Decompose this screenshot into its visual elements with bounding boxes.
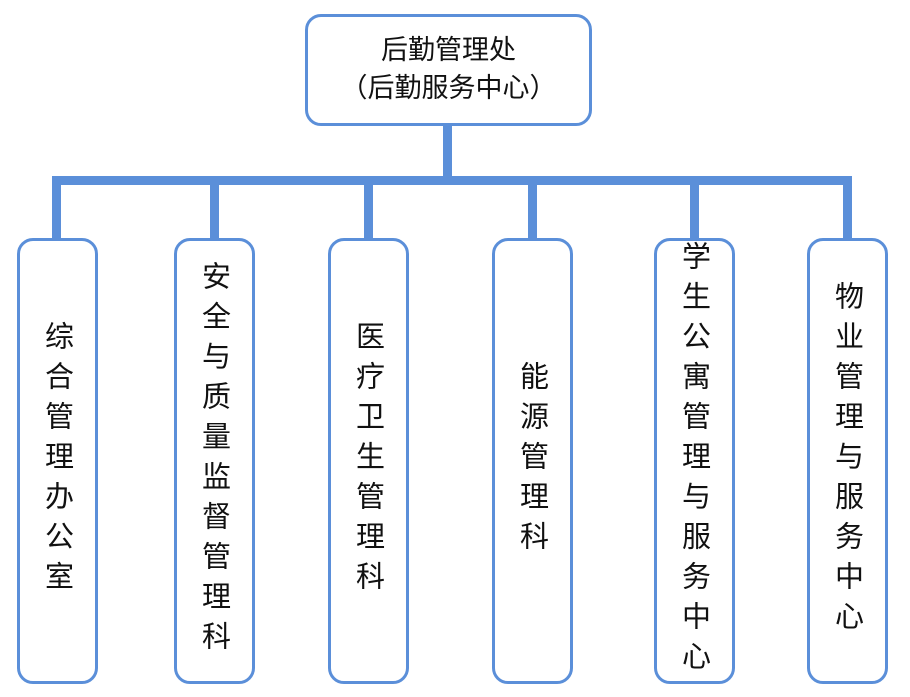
dept-label-energy: 能源管理科	[515, 361, 550, 561]
root-subtitle: （后勤服务中心）	[340, 73, 557, 104]
dept-node-medical-health: 医疗卫生管理科	[328, 238, 409, 684]
dept-node-general-office: 综合管理办公室	[17, 238, 98, 684]
connector-drop-2	[210, 176, 219, 240]
connector-drop-6	[843, 176, 852, 240]
dept-label-safety-quality: 安全与质量监督管理科	[197, 261, 232, 661]
root-title: 后勤管理处	[381, 35, 516, 66]
dept-label-general-office: 综合管理办公室	[40, 321, 75, 601]
dept-node-safety-quality: 安全与质量监督管理科	[174, 238, 255, 684]
dept-node-property-service: 物业管理与服务中心	[807, 238, 888, 684]
dept-label-property-service: 物业管理与服务中心	[830, 281, 865, 641]
connector-horizontal-bus	[52, 176, 852, 185]
dept-label-medical-health: 医疗卫生管理科	[351, 321, 386, 601]
connector-root-stem	[443, 124, 452, 182]
root-node-logistics-office: 后勤管理处 （后勤服务中心）	[305, 14, 592, 126]
connector-drop-4	[528, 176, 537, 240]
dept-node-student-dorm: 学生公寓管理与服务中心	[654, 238, 735, 684]
connector-drop-3	[364, 176, 373, 240]
dept-node-energy: 能源管理科	[492, 238, 573, 684]
dept-label-student-dorm: 学生公寓管理与服务中心	[677, 241, 712, 681]
connector-drop-5	[690, 176, 699, 240]
connector-drop-1	[52, 176, 61, 240]
